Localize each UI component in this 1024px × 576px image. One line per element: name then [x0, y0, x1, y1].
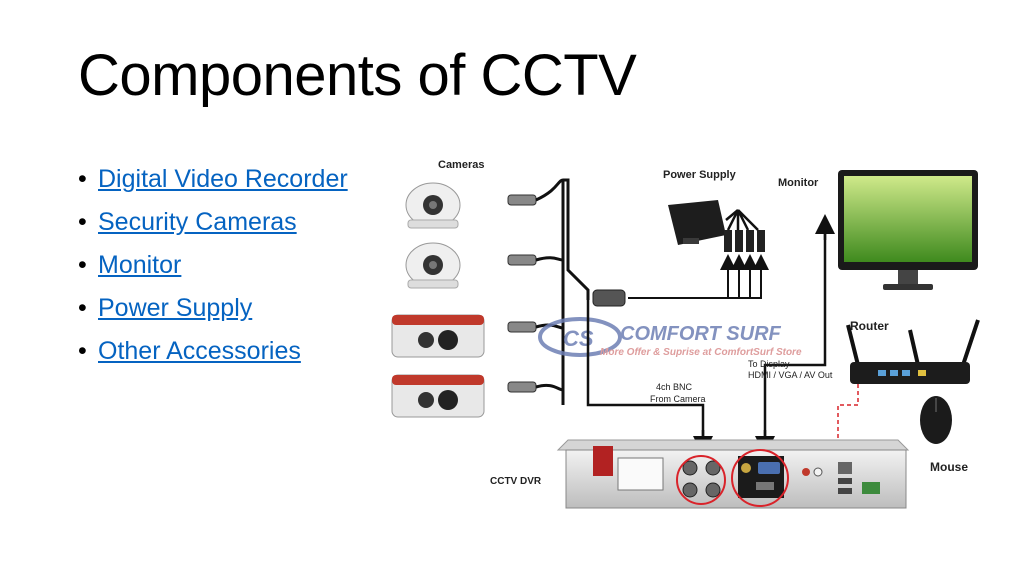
bnc-highlight-circle	[676, 455, 726, 505]
dvr-label: CCTV DVR	[490, 476, 542, 487]
link-power-supply[interactable]: Power Supply	[98, 294, 253, 322]
power-supply-label: Power Supply	[663, 169, 737, 181]
mouse-label: Mouse	[930, 460, 968, 474]
bullet-camera-icon	[391, 374, 485, 418]
link-digital-video-recorder[interactable]: Digital Video Recorder	[98, 165, 348, 193]
bullet-camera-icon	[391, 314, 485, 358]
slide-title: Components of CCTV	[78, 43, 637, 108]
dvr-unit-icon	[556, 439, 910, 509]
dc-power-connector-icon	[592, 289, 626, 307]
cctv-wiring-diagram: Cameras Powe	[391, 159, 980, 509]
bnc-label: 4ch BNC	[656, 382, 693, 392]
watermark-tagline: More Offer & Suprise at ComfortSurf Stor…	[600, 347, 802, 358]
power-plug-icon	[724, 230, 765, 252]
to-display-label: To Display	[748, 359, 790, 369]
dome-camera-icon	[405, 242, 461, 289]
monitor-label: Monitor	[778, 177, 819, 189]
comfort-surf-watermark: CS COMFORT SURF More Offer & Suprise at …	[538, 317, 802, 358]
monitor-cable	[763, 230, 827, 450]
list-item: •Digital Video Recorder	[78, 165, 348, 193]
list-item: •Other Accessories	[78, 337, 301, 365]
output-highlight-circle	[731, 449, 789, 507]
bnc-connector-icon	[507, 194, 537, 393]
monitor-icon	[838, 170, 978, 290]
bnc-trunk-cable	[586, 300, 705, 440]
from-camera-label: From Camera	[650, 394, 706, 404]
component-list: •Digital Video Recorder •Security Camera…	[78, 158, 348, 373]
camera-cable	[535, 178, 590, 405]
list-item: •Power Supply	[78, 294, 253, 322]
link-security-cameras[interactable]: Security Cameras	[98, 208, 297, 236]
network-cable	[837, 384, 859, 450]
display-outputs-label: HDMI / VGA / AV Out	[748, 370, 833, 380]
mouse-icon	[920, 396, 952, 444]
list-item: •Monitor	[78, 251, 182, 279]
power-arrow	[720, 254, 769, 290]
link-monitor[interactable]: Monitor	[98, 251, 182, 279]
watermark-brand: COMFORT SURF	[620, 323, 782, 345]
watermark-logo: CS	[563, 326, 594, 351]
power-cable	[628, 290, 762, 299]
router-icon	[846, 319, 980, 384]
power-splitter-cable	[725, 209, 759, 231]
power-adapter-icon	[668, 200, 726, 245]
router-label: Router	[850, 319, 889, 333]
cameras-label: Cameras	[438, 159, 484, 171]
list-item: •Security Cameras	[78, 208, 297, 236]
dome-camera-icon	[405, 182, 461, 229]
link-other-accessories[interactable]: Other Accessories	[98, 337, 301, 365]
